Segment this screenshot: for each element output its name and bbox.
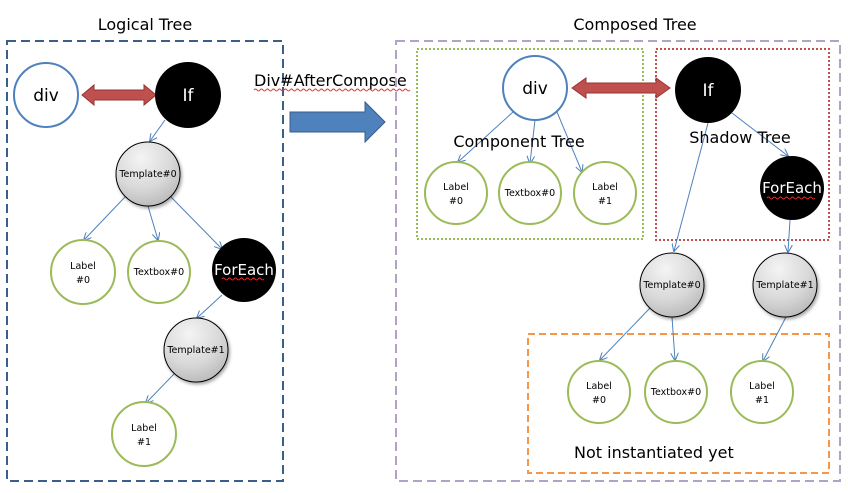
composed-if-label: If: [703, 81, 715, 101]
edge-div-label0: [458, 111, 514, 162]
component-tree-box: [416, 48, 644, 240]
spellcheck-underline: [253, 88, 411, 92]
logical-div-node: div: [13, 62, 79, 128]
logical-foreach-label: ForEach: [214, 261, 274, 279]
composed-edges: [458, 111, 790, 361]
ni-textbox0-label: Textbox#0: [650, 387, 701, 398]
composed-double-arrow: [571, 77, 671, 99]
composed-tree-title: Composed Tree: [573, 15, 696, 34]
ni-label0-node: Label #0: [567, 360, 631, 424]
logical-label0-line1: Label: [70, 261, 96, 272]
edge-if-template0: [150, 119, 166, 141]
logical-foreach-node: ForEach: [212, 238, 276, 302]
component-tree-label: Component Tree: [453, 132, 584, 151]
logical-template0-node: Template#0: [115, 141, 181, 207]
transition-label: Div#AfterCompose: [254, 71, 407, 90]
component-label0-node: Label #0: [424, 161, 488, 225]
composed-template0-label: Template#0: [642, 280, 700, 291]
edge-template0-label0: [600, 307, 651, 360]
edge-foreach-template1: [788, 219, 790, 252]
component-textbox0-label: Textbox#0: [504, 188, 555, 199]
edge-template0-label0: [84, 196, 126, 240]
component-label1-line2: #1: [598, 196, 612, 207]
composed-foreach-label: ForEach: [762, 179, 822, 197]
logical-if-node: If: [155, 62, 221, 128]
logical-template1-label: Template#1: [166, 345, 224, 356]
ni-label1-node: Label #1: [730, 360, 794, 424]
ni-label1-line2: #1: [755, 395, 769, 406]
logical-template0-label: Template#0: [118, 169, 176, 180]
logical-textbox0-label: Textbox#0: [133, 267, 184, 278]
logical-label1-line2: #1: [137, 437, 151, 448]
component-label1-line1: Label: [592, 182, 618, 193]
logical-div-label: div: [33, 86, 59, 106]
edge-if-template0: [674, 122, 709, 251]
logical-tree-box: [6, 40, 284, 482]
compose-arrow: [289, 100, 386, 144]
spellcheck-underline: [221, 277, 265, 281]
ni-textbox0-node: Textbox#0: [644, 360, 708, 424]
composed-div-label: div: [522, 79, 548, 99]
ni-label0-line1: Label: [586, 381, 612, 392]
edge-template0-textbox0: [672, 316, 675, 360]
ni-label1-line1: Label: [749, 381, 775, 392]
logical-template1-node: Template#1: [163, 317, 229, 383]
logical-if-label: If: [183, 86, 195, 106]
ni-label0-line2: #0: [592, 395, 606, 406]
edge-foreach-template1: [197, 294, 223, 318]
logical-label0-line2: #0: [76, 275, 90, 286]
edge-div-textbox0: [530, 119, 536, 163]
composed-template0-node: Template#0: [639, 252, 705, 318]
logical-textbox0-node: Textbox#0: [127, 240, 191, 304]
edge-template1-label1: [146, 373, 175, 403]
composed-foreach-node: ForEach: [760, 156, 824, 220]
edge-template0-textbox0: [147, 205, 158, 240]
spellcheck-underline: [766, 196, 816, 200]
shadow-tree-label: Shadow Tree: [689, 128, 791, 147]
logical-label1-line1: Label: [131, 423, 157, 434]
component-label0-line1: Label: [443, 182, 469, 193]
edge-if-foreach: [731, 112, 788, 156]
composed-template1-label: Template#1: [755, 280, 813, 291]
composed-if-node: If: [675, 57, 741, 123]
composed-div-node: div: [502, 55, 568, 121]
edge-template1-label1: [763, 316, 787, 361]
logical-edges: [84, 119, 223, 403]
not-instantiated-label: Not instantiated yet: [574, 443, 734, 462]
component-label1-node: Label #1: [573, 161, 637, 225]
logical-tree-title: Logical Tree: [98, 15, 193, 34]
logical-double-arrow: [81, 83, 157, 107]
logical-label0-node: Label #0: [50, 239, 116, 305]
component-textbox0-node: Textbox#0: [498, 161, 562, 225]
logical-label1-node: Label #1: [111, 401, 177, 467]
edge-template0-foreach: [170, 196, 222, 249]
composed-template1-node: Template#1: [752, 252, 818, 318]
edge-div-label1: [556, 111, 582, 172]
shadow-tree-box: [655, 48, 830, 241]
component-label0-line2: #0: [449, 196, 463, 207]
composed-tree-box: [395, 40, 841, 482]
